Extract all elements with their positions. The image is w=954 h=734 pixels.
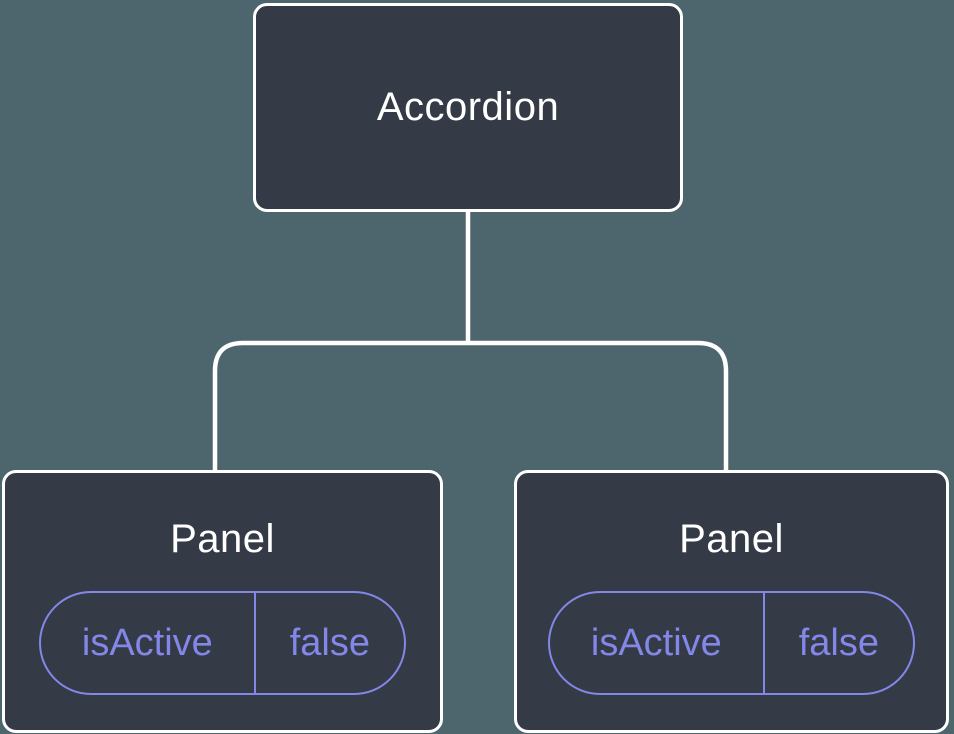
- panel-node-left: Panel isActive false: [2, 470, 443, 733]
- state-pill: isActive false: [548, 591, 915, 695]
- state-pill: isActive false: [39, 591, 406, 695]
- accordion-node-label: Accordion: [376, 85, 560, 129]
- state-value: false: [289, 621, 370, 664]
- connector-bracket: [212, 340, 729, 471]
- panel-node-label: Panel: [170, 517, 275, 561]
- accordion-node: Accordion: [253, 3, 683, 212]
- panel-node-label: Panel: [679, 517, 784, 561]
- state-name: isActive: [41, 593, 256, 693]
- state-name: isActive: [550, 593, 765, 693]
- state-value: false: [798, 621, 879, 664]
- panel-node-right: Panel isActive false: [514, 470, 949, 733]
